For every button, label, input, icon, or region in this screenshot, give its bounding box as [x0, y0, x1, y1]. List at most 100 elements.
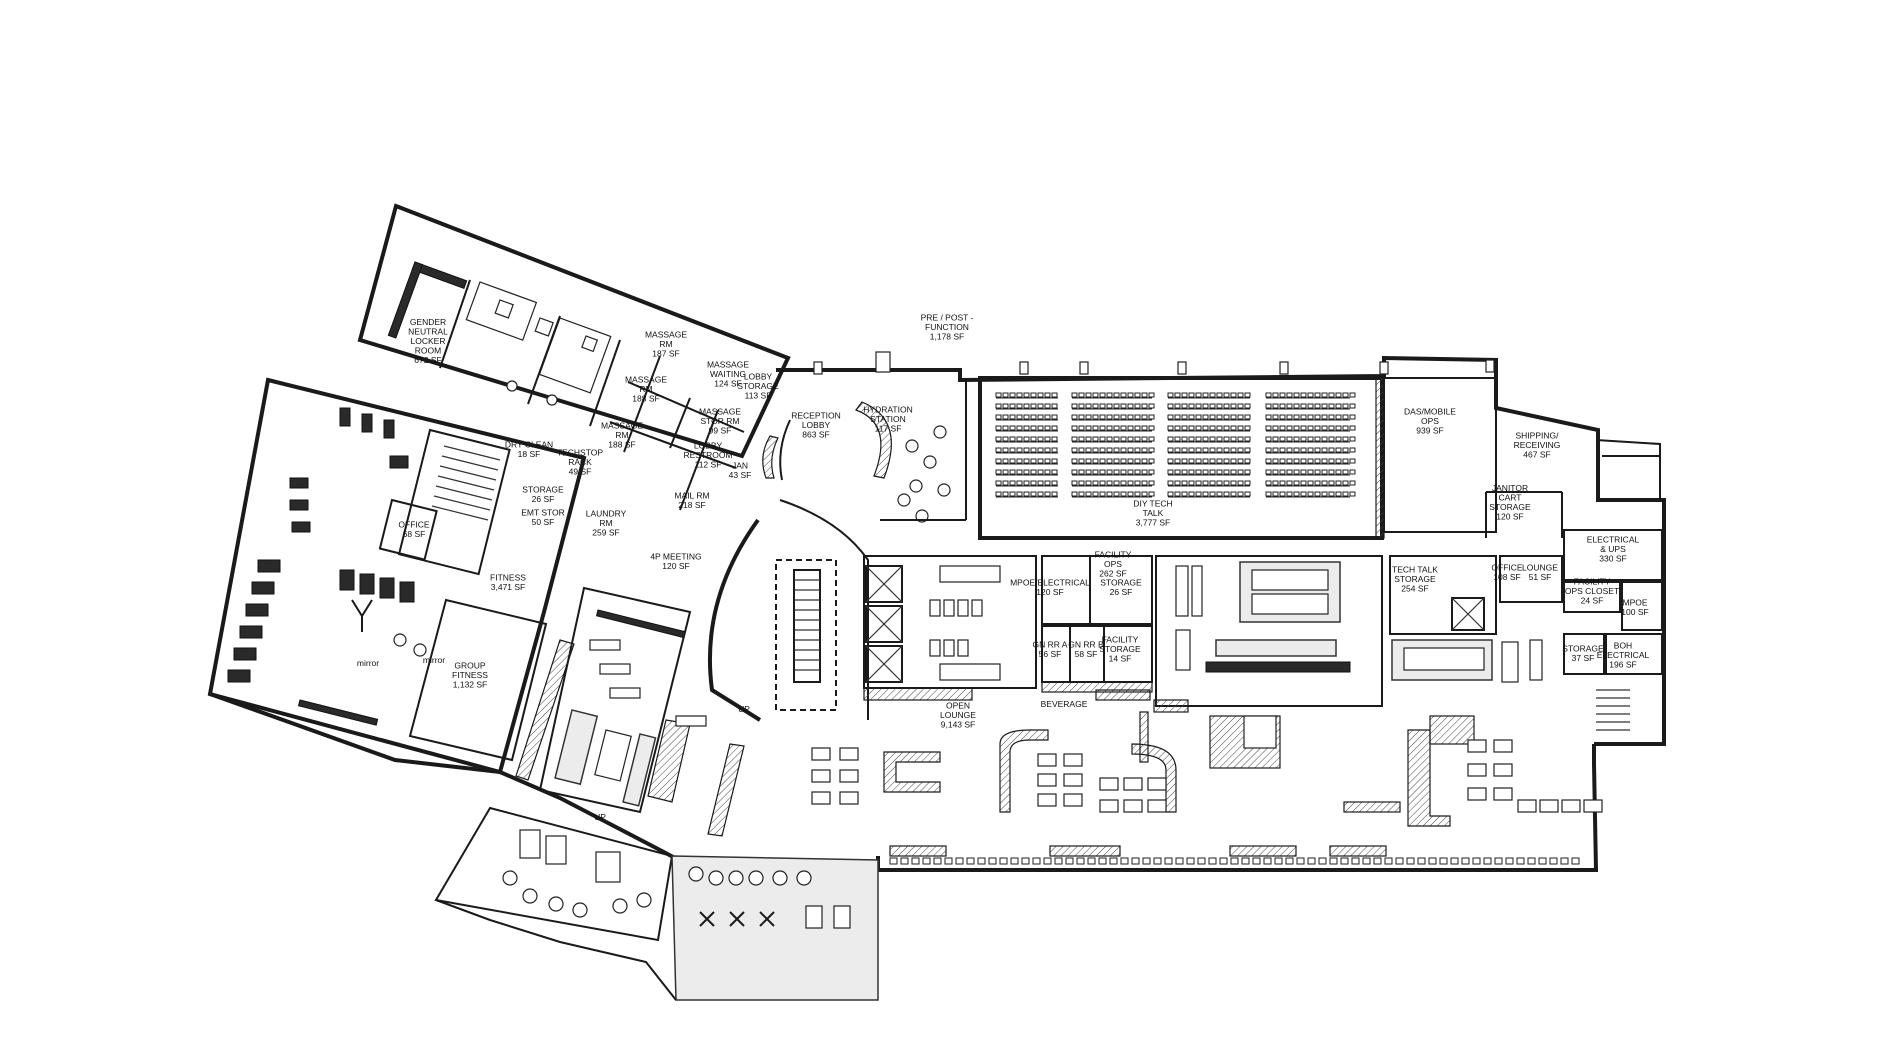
seat: [1167, 436, 1174, 442]
seat: [1265, 458, 1272, 464]
seat: [1321, 425, 1328, 431]
seat: [1307, 436, 1314, 442]
seat: [1335, 458, 1342, 464]
lounge-table: [1517, 799, 1537, 813]
seat: [1044, 425, 1051, 431]
bar-stool: [1505, 857, 1514, 865]
seat: [1307, 403, 1314, 409]
seat: [1078, 447, 1085, 453]
room-label-line: RM: [659, 339, 672, 349]
seat: [1016, 403, 1023, 409]
room-label-line: 43 SF: [729, 470, 752, 480]
seat: [1037, 414, 1044, 420]
seat: [1272, 447, 1279, 453]
room-label-line: 330 SF: [1599, 554, 1626, 564]
seat: [1314, 447, 1321, 453]
bar-stool: [1483, 857, 1492, 865]
seat: [1209, 491, 1216, 497]
seat: [1237, 436, 1244, 442]
mid-block: [1041, 408, 1663, 731]
room-label-line: ELECTRICAL: [1587, 535, 1640, 545]
seat: [1085, 392, 1092, 398]
room-label-line: 37 SF: [1572, 653, 1595, 663]
seat: [1265, 392, 1272, 398]
seat: [1321, 436, 1328, 442]
seat: [1244, 458, 1251, 464]
seat: [1307, 425, 1314, 431]
room-label-line: FITNESS: [490, 572, 526, 582]
seat: [1223, 414, 1230, 420]
bar-stool: [1439, 857, 1448, 865]
seat: [1141, 491, 1148, 497]
room-label-line: 196 SF: [1609, 660, 1636, 670]
seat: [1286, 425, 1293, 431]
seat: [1202, 491, 1209, 497]
seat: [1092, 392, 1099, 398]
room-label-line: MASSAGE: [699, 407, 741, 417]
seat: [1209, 458, 1216, 464]
seat: [1293, 458, 1300, 464]
room-label-line: MPOE: [1622, 597, 1647, 607]
lounge-table: [1063, 753, 1083, 767]
seat: [1216, 403, 1223, 409]
bar-stool: [1054, 857, 1063, 865]
room-label-line: 218 SF: [678, 500, 705, 510]
seat: [1030, 469, 1037, 475]
seat: [1202, 480, 1209, 486]
bar-stool: [1120, 857, 1129, 865]
bar-stool: [1175, 857, 1184, 865]
room-label-line: GENDER: [410, 317, 446, 327]
seat: [1023, 425, 1030, 431]
banquette: [1329, 845, 1387, 857]
seat: [1127, 447, 1134, 453]
seat: [1216, 436, 1223, 442]
seat: [1148, 436, 1155, 442]
seat: [1092, 436, 1099, 442]
seat: [1216, 392, 1223, 398]
lounge-table: [1147, 799, 1167, 813]
seat: [1195, 403, 1202, 409]
room-label-line: PRE / POST -: [921, 313, 974, 323]
seat: [1023, 414, 1030, 420]
seat: [1030, 392, 1037, 398]
seat: [1044, 414, 1051, 420]
room-label-line: HYDRATION: [863, 405, 912, 415]
seating-rows: [995, 392, 1356, 498]
seat: [1120, 480, 1127, 486]
seat: [1016, 447, 1023, 453]
seat: [1195, 469, 1202, 475]
seat: [1279, 469, 1286, 475]
seat: [1134, 425, 1141, 431]
seat: [1265, 469, 1272, 475]
room-label-line: 1,178 SF: [930, 332, 965, 342]
room-label-line: LAUNDRY: [586, 509, 627, 519]
seat: [1141, 458, 1148, 464]
seat: [1349, 469, 1356, 475]
room-label-line: 50 SF: [532, 517, 555, 527]
seat: [1099, 447, 1106, 453]
seat: [1272, 458, 1279, 464]
room-label-line: 939 SF: [1416, 426, 1443, 436]
seat: [1188, 491, 1195, 497]
seat: [1120, 414, 1127, 420]
seat: [1314, 458, 1321, 464]
bar-stool: [1384, 857, 1393, 865]
seat: [1127, 491, 1134, 497]
seat: [1120, 392, 1127, 398]
seat: [1335, 403, 1342, 409]
seat: [1202, 447, 1209, 453]
bar-stool: [1010, 857, 1019, 865]
room-label-line: MASSAGE: [625, 375, 667, 385]
room-label-line: 108 SF: [1493, 572, 1520, 582]
seat: [1148, 414, 1155, 420]
